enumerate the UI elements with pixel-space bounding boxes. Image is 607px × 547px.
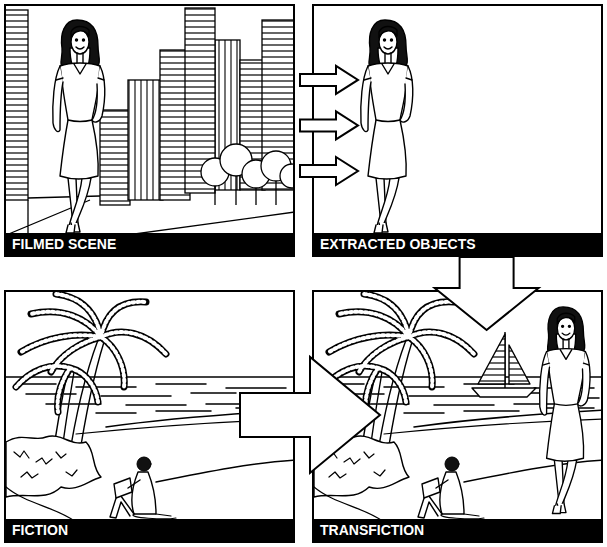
panel: FILMED SCENE: [4, 4, 295, 257]
panel-caption: FILMED SCENE: [12, 236, 116, 252]
panel-caption: TRANSFICTION: [320, 522, 424, 538]
caption-band: EXTRACTED OBJECTS: [314, 233, 601, 255]
panel: FICTION: [4, 290, 295, 543]
panel: EXTRACTED OBJECTS: [312, 4, 603, 257]
panel-caption: FICTION: [12, 522, 68, 538]
panel: TRANSFICTION: [312, 290, 603, 543]
panel-caption: EXTRACTED OBJECTS: [320, 236, 476, 252]
caption-band: FILMED SCENE: [6, 233, 293, 255]
caption-band: FICTION: [6, 519, 293, 541]
caption-band: TRANSFICTION: [314, 519, 601, 541]
